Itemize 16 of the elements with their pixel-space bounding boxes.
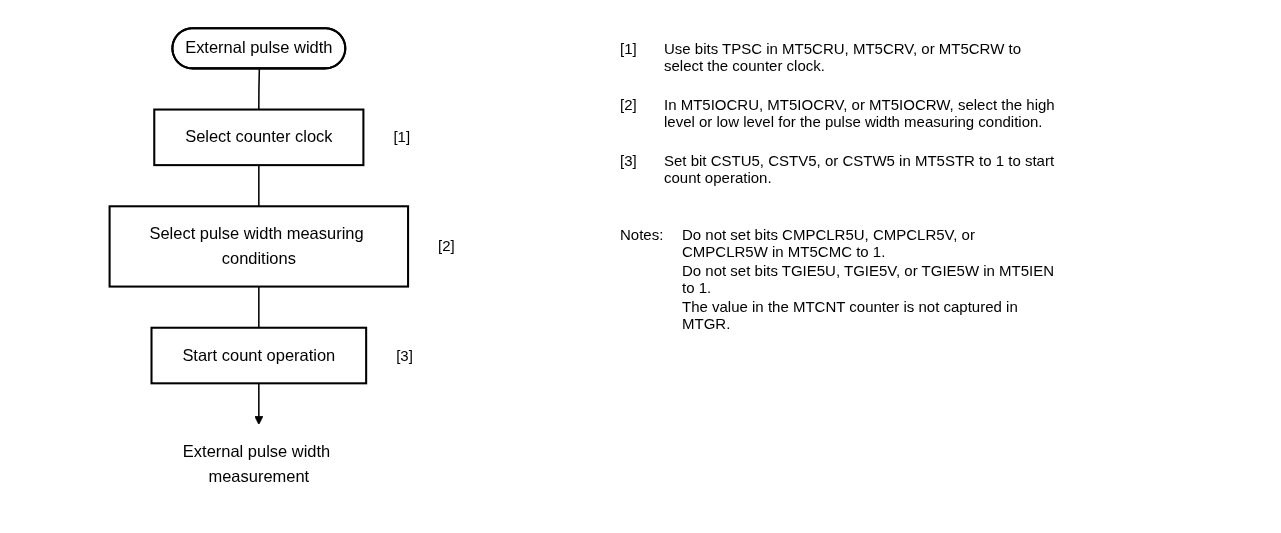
step-description: Use bits TPSC in MT5CRU, MT5CRV, or MT5CRW to select the counter clock.: [664, 40, 1023, 74]
node-box: Select pulse width measuring conditions: [108, 205, 410, 288]
step-description: Set bit CSTU5, CSTV5, or CSTW5 in MT5STR to 1 to start count operation.: [664, 152, 1056, 186]
step-description: In MT5IOCRU, MT5IOCRV, or MT5IOCRW, select the high level or low level for the pulse width measuring condition.: [664, 96, 1056, 130]
node-box: Start count operation: [150, 326, 368, 385]
node-box: Select counter clock: [153, 108, 365, 167]
note-text: Do not set bits TGIE5U, TGIE5V, or TGIE5W in MT5IEN to 1.: [682, 262, 1056, 296]
notes-heading: Notes:: [620, 226, 665, 245]
step-number: [2]: [438, 237, 455, 255]
node-text: External pulse width measurement: [182, 443, 331, 486]
step-number: [3]: [620, 152, 638, 171]
step-number: [1]: [393, 128, 411, 146]
step-number: [2]: [620, 96, 638, 115]
step-number: [1]: [620, 40, 638, 59]
note-text: Do not set bits CMPCLR5U, CMPCLR5V, or CMPCLR5W in MT5CMC to 1.: [682, 226, 976, 260]
note-text: The value in the MTCNT counter is not captured in MTGR.: [682, 298, 1019, 332]
